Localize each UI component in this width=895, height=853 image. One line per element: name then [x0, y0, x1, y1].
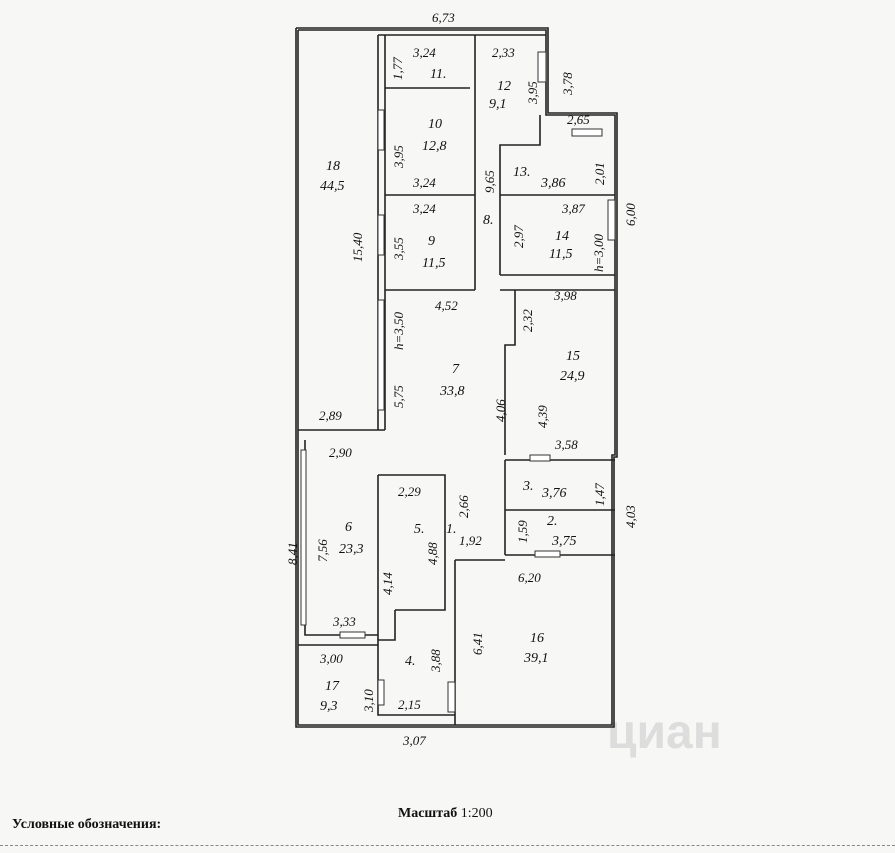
dim-4-88: 4,88: [425, 542, 440, 565]
room-7-area: 33,8: [439, 384, 465, 399]
dim-3-24-c: 3,24: [412, 201, 436, 216]
room-2-number: 2.: [547, 514, 558, 529]
dim-2-15: 2,15: [398, 697, 421, 712]
room-13-number: 13.: [513, 165, 531, 180]
dim-6-20: 6,20: [518, 570, 541, 585]
dim-2-66: 2,66: [456, 495, 471, 518]
dim-1-77: 1,77: [390, 57, 405, 80]
dim-3-07: 3,07: [402, 733, 426, 748]
dim-8-41: 8,41: [285, 542, 300, 565]
dim-3-95-a: 3,95: [525, 81, 540, 105]
window-room-4: [377, 679, 385, 706]
room-15-number: 15: [566, 349, 580, 364]
window-room-13: [571, 128, 603, 137]
windows: [300, 51, 616, 713]
room-13-area: 3,86: [540, 176, 566, 191]
dim-6-41: 6,41: [470, 632, 485, 655]
room-16-area: 39,1: [523, 651, 549, 666]
dim-3-24-a: 3,24: [412, 45, 436, 60]
room-5-number: 5.: [414, 522, 425, 537]
dim-2-32: 2,32: [520, 309, 535, 332]
dim-3-98: 3,98: [553, 288, 577, 303]
dim-3-33: 3,33: [332, 614, 356, 629]
dim-h-3-50: h=3,50: [391, 311, 406, 350]
dim-1-59: 1,59: [515, 520, 530, 543]
window-room-2: [534, 550, 561, 558]
dim-4-14: 4,14: [380, 572, 395, 595]
floor-plan: 6,73 1,77 3,24 2,33 3,78 3,95 3,95 2,65 …: [285, 10, 638, 748]
divider: [0, 845, 895, 847]
room-12-number: 12: [497, 79, 511, 94]
dim-4-39: 4,39: [535, 405, 550, 428]
room-4-number: 4.: [405, 654, 416, 669]
dim-6-00: 6,00: [623, 203, 638, 226]
dim-top-width: 6,73: [432, 10, 455, 25]
dim-4-06: 4,06: [493, 399, 508, 422]
room-6-number: 6: [345, 520, 352, 535]
room-18-number: 18: [326, 159, 340, 174]
dim-7-56: 7,56: [315, 539, 330, 562]
room-7-number: 7: [452, 362, 460, 377]
dim-3-58: 3,58: [554, 437, 578, 452]
dim-3-24-b: 3,24: [412, 175, 436, 190]
room-18-area: 44,5: [320, 179, 345, 194]
window-room-9: [377, 214, 385, 256]
room-14-area: 11,5: [549, 247, 572, 262]
dim-9-65: 9,65: [482, 170, 497, 193]
room-15-area: 24,9: [560, 369, 585, 384]
dim-h-3-00: h=3,00: [591, 233, 606, 272]
window-room-6: [300, 449, 307, 626]
dim-3-95-b: 3,95: [391, 145, 406, 169]
legend-title: Условные обозначения:: [12, 817, 162, 832]
room-17-area: 9,3: [320, 699, 338, 714]
dim-1-47: 1,47: [592, 483, 607, 506]
dim-2-01: 2,01: [592, 162, 607, 185]
room-11-number: 11.: [430, 67, 446, 82]
dim-15-40: 15,40: [350, 232, 365, 262]
dim-1-92: 1,92: [459, 533, 482, 548]
dim-2-29: 2,29: [398, 484, 421, 499]
room-8-number: 8.: [483, 213, 494, 228]
dim-3-78: 3,78: [560, 72, 575, 96]
dim-3-00: 3,00: [319, 651, 343, 666]
room-6-area: 23,3: [339, 542, 364, 557]
dim-3-10: 3,10: [361, 689, 376, 713]
window-room-3: [529, 454, 551, 462]
room-12-area: 9,1: [489, 97, 507, 112]
scale-value: 1:200: [460, 806, 493, 821]
dim-2-65: 2,65: [567, 112, 590, 127]
dim-2-90: 2,90: [329, 445, 352, 460]
room-2-area: 3,75: [551, 534, 577, 549]
window-room-12: [537, 51, 547, 83]
window-room-14: [607, 199, 616, 241]
dimension-labels: 6,73 1,77 3,24 2,33 3,78 3,95 3,95 2,65 …: [285, 10, 638, 748]
dim-4-03: 4,03: [623, 505, 638, 528]
dim-2-97: 2,97: [511, 225, 526, 248]
window-room-16: [447, 681, 456, 713]
window-room-7: [377, 299, 385, 411]
dim-2-33: 2,33: [492, 45, 515, 60]
room-9-area: 11,5: [422, 256, 445, 271]
watermark: циан: [607, 706, 722, 759]
room-3-area: 3,76: [541, 486, 567, 501]
room-labels: 1. 2. 3,75 3. 3,76 4. 5. 6 23,3 7 33,8 8…: [320, 67, 585, 714]
dim-3-88: 3,88: [428, 649, 443, 673]
dim-3-55: 3,55: [391, 237, 406, 261]
dim-5-75: 5,75: [391, 385, 406, 408]
room-1-number: 1.: [446, 522, 457, 537]
scale-label: Масштаб 1:200: [398, 806, 493, 821]
window-room-17: [339, 631, 366, 639]
room-16-number: 16: [530, 631, 544, 646]
room-10-area: 12,8: [422, 139, 447, 154]
dim-2-89: 2,89: [319, 408, 342, 423]
room-9-number: 9: [428, 234, 435, 249]
room-17-number: 17: [325, 679, 340, 694]
room-3-number: 3.: [522, 479, 534, 494]
room-14-number: 14: [555, 229, 569, 244]
room-10-number: 10: [428, 117, 442, 132]
dim-3-87: 3,87: [561, 201, 585, 216]
dim-4-52: 4,52: [435, 298, 458, 313]
window-room-10: [377, 109, 385, 151]
